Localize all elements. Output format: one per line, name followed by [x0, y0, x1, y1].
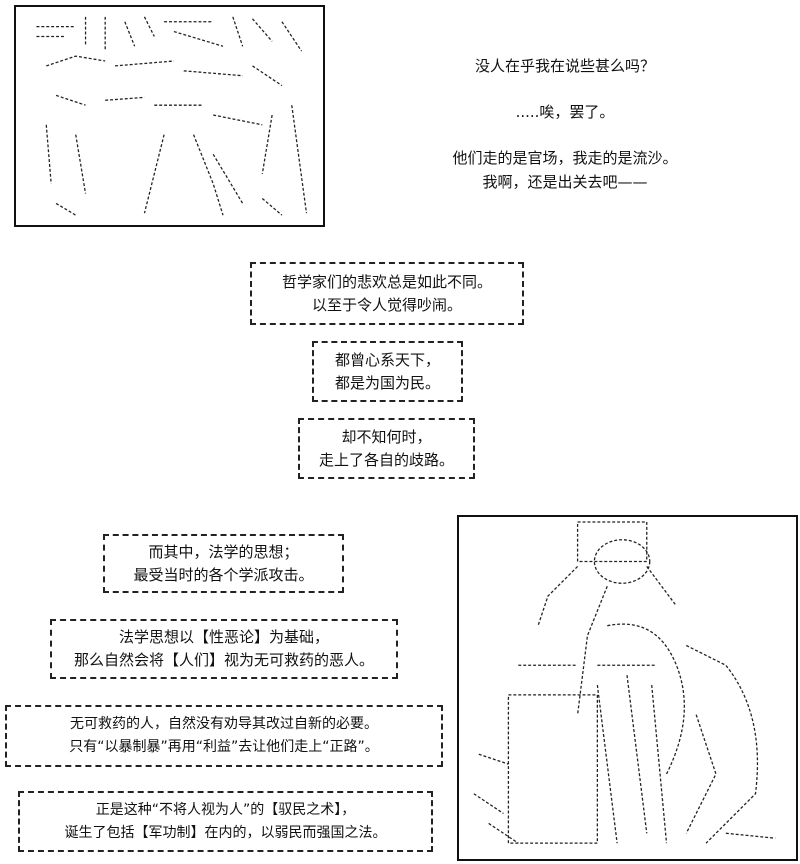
caption-box-1-line-2: 以至于令人觉得吵闹。 [311, 295, 462, 314]
caption-box-3-line-2: 走上了各自的歧路。 [318, 450, 454, 469]
caption-box-1: 哲学家们的悲欢总是如此不同。 以至于令人觉得吵闹。 [250, 262, 524, 325]
caption-box-4-line-2: 最受当时的各个学派攻击。 [133, 565, 314, 584]
monologue-line-3: 他们走的是官场，我走的是流沙。 [452, 149, 678, 167]
ascii-art-figure-seated [473, 521, 776, 844]
caption-box-4-line-1: 而其中，法学的思想； [148, 542, 299, 561]
caption-box-5-line-1: 法学思想以【性恶论】为基础， [118, 628, 329, 646]
caption-box-4: 而其中，法学的思想； 最受当时的各个学派攻击。 [103, 534, 344, 593]
monologue-text: 没人在乎我在说些甚么吗？ .....唉，罢了。 他们走的是官场，我走的是流沙。 … [330, 54, 800, 194]
caption-box-2-line-1: 都曾心系天下， [334, 350, 440, 369]
caption-box-5-line-2: 那么自然会将【人们】视为无可救药的恶人。 [73, 651, 374, 669]
caption-box-5: 法学思想以【性恶论】为基础， 那么自然会将【人们】视为无可救药的恶人。 [50, 619, 398, 679]
caption-box-3: 却不知何时， 走上了各自的歧路。 [298, 418, 475, 479]
monologue-line-2: .....唉，罢了。 [515, 103, 615, 121]
ascii-art-panel-top [14, 5, 325, 227]
caption-box-6: 无可救药的人，自然没有劝导其改过自新的必要。 只有“以暴制暴”再用“利益”去让他… [5, 705, 443, 767]
caption-box-2-line-2: 都是为国为民。 [334, 373, 440, 392]
ascii-art-figure-walking [36, 16, 308, 216]
monologue-line-1: 没人在乎我在说些甚么吗？ [474, 57, 655, 75]
caption-box-3-line-1: 却不知何时， [341, 427, 432, 446]
caption-box-7: 正是这种“不将人视为人”的【驭民之术】， 诞生了包括【军功制】在内的，以弱民而强… [18, 791, 433, 852]
caption-box-6-line-2: 只有“以暴制暴”再用“利益”去让他们走上“正路”。 [69, 739, 379, 755]
caption-box-7-line-1: 正是这种“不将人视为人”的【驭民之术】， [95, 801, 356, 818]
monologue-line-4: 我啊，还是出关去吧—— [482, 173, 648, 191]
caption-box-1-line-1: 哲学家们的悲欢总是如此不同。 [281, 272, 492, 291]
ascii-art-panel-bottom [457, 515, 798, 861]
caption-box-2: 都曾心系天下， 都是为国为民。 [312, 341, 463, 402]
caption-box-6-line-1: 无可救药的人，自然没有劝导其改过自新的必要。 [70, 716, 378, 732]
caption-box-7-line-2: 诞生了包括【军功制】在内的，以弱民而强国之法。 [64, 824, 387, 841]
